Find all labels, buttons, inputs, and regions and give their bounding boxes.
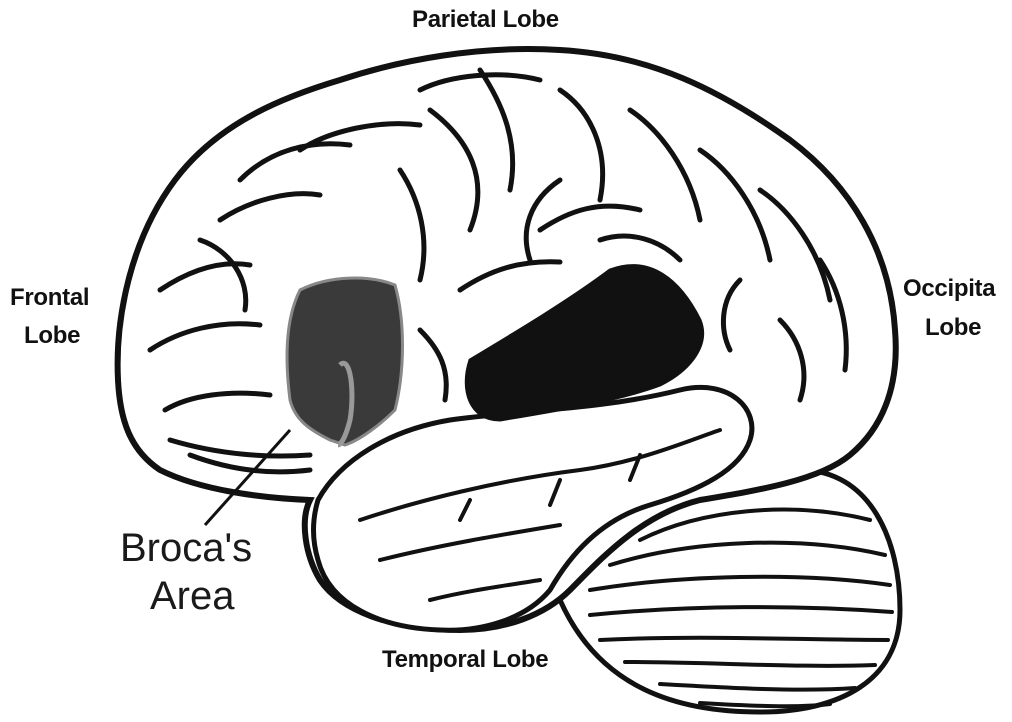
occipital-lobe-label-line2: Lobe <box>925 314 981 342</box>
broca-area-label-line2: Area <box>150 572 235 620</box>
broca-area-label-line1: Broca's <box>120 524 252 572</box>
temporal-lobe-label: Temporal Lobe <box>382 646 548 674</box>
parietal-lobe-label: Parietal Lobe <box>412 6 559 34</box>
frontal-lobe-label-line2: Lobe <box>24 322 80 350</box>
occipital-lobe-label-line1: Occipita <box>903 275 995 303</box>
frontal-lobe-label-line1: Frontal <box>10 284 89 312</box>
